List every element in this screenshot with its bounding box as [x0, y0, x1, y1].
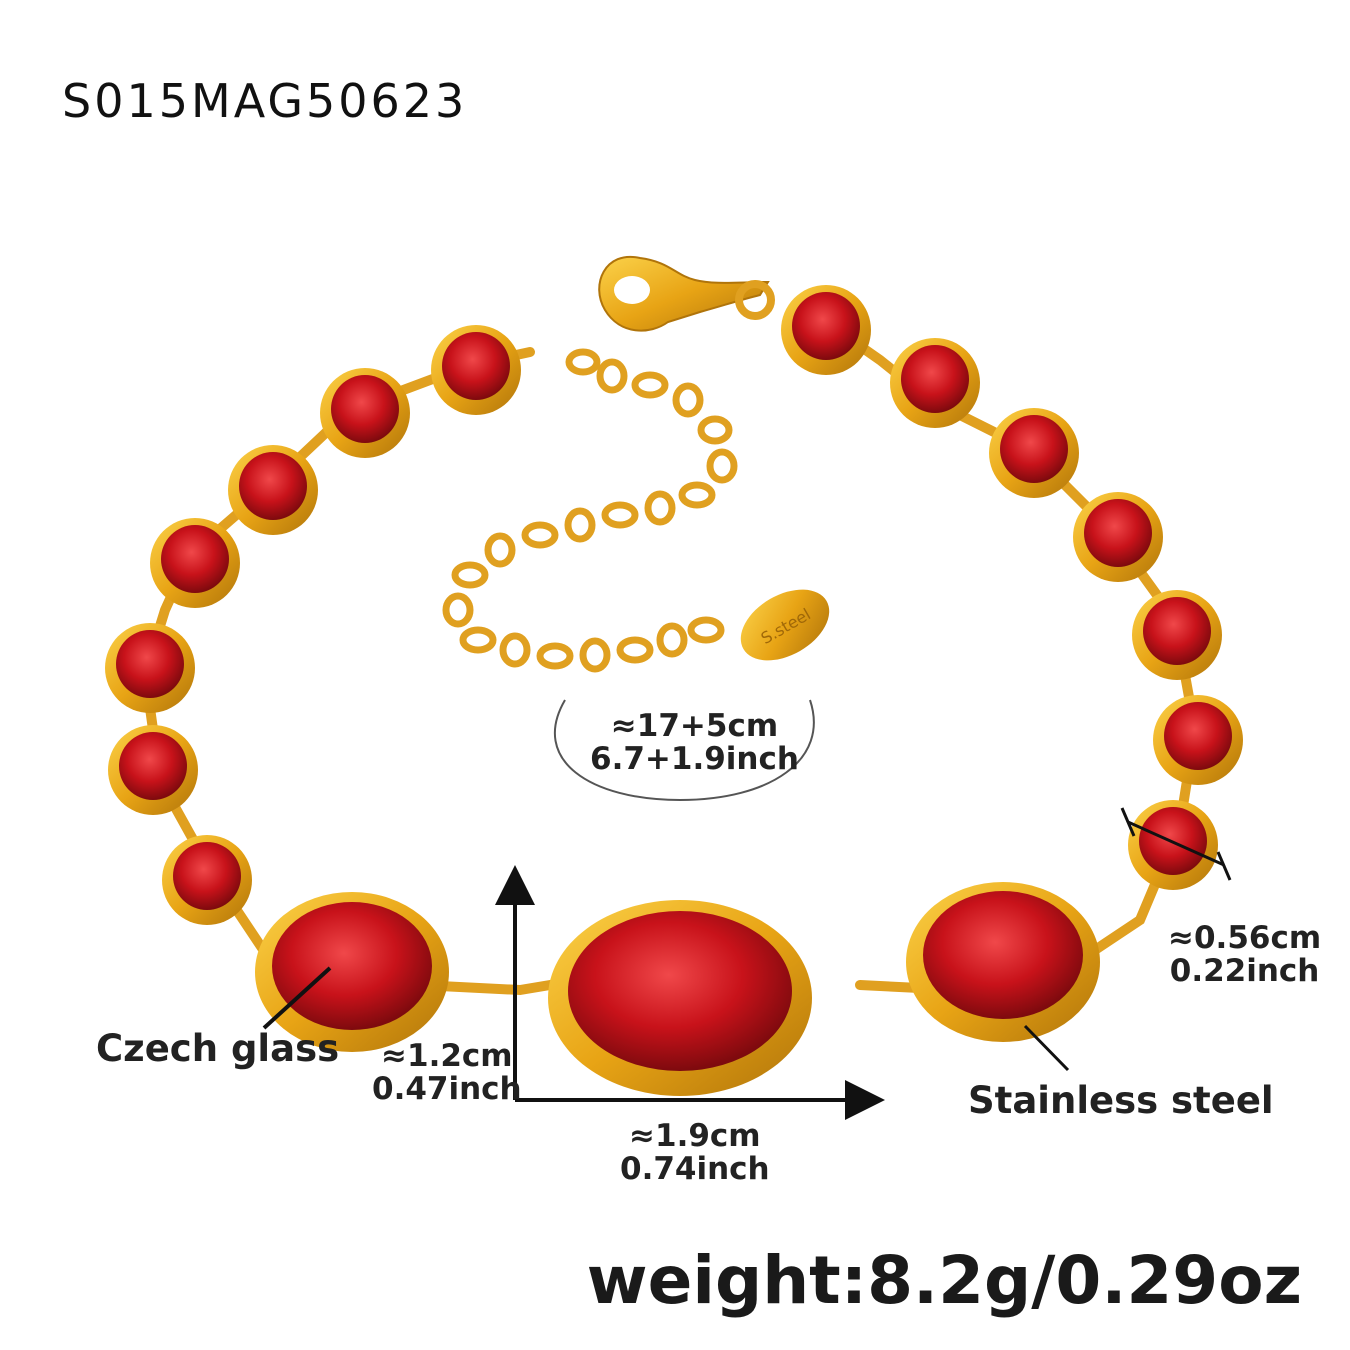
oval-height-inch: 0.47inch — [372, 1071, 522, 1108]
oval-stone-left — [255, 892, 449, 1052]
leader-stainless-steel — [1023, 1024, 1070, 1072]
weight-label: weight:8.2g/0.29oz — [586, 1242, 1302, 1319]
small-stone-cm: ≈0.56cm — [1168, 920, 1322, 956]
oval-stone-right — [906, 882, 1100, 1042]
length-cm: ≈17+5cm — [610, 708, 779, 744]
length-inch: 6.7+1.9inch — [590, 741, 799, 778]
round-stone — [431, 325, 521, 415]
round-stone — [320, 368, 410, 458]
oval-stone-center — [548, 900, 812, 1096]
oval-height-dimension: ≈1.2cm 0.47inch — [372, 1038, 522, 1108]
length-dimension: ≈17+5cm 6.7+1.9inch — [590, 708, 799, 778]
round-stone — [1153, 695, 1243, 785]
round-stone — [1073, 492, 1163, 582]
oval-width-cm: ≈1.9cm — [629, 1118, 761, 1154]
steel-tag: S.steel — [740, 589, 830, 661]
round-stone — [228, 445, 318, 535]
length-arc — [553, 699, 815, 802]
round-stone — [1132, 590, 1222, 680]
round-stone — [989, 408, 1079, 498]
small-stone-inch: 0.22inch — [1169, 953, 1320, 990]
round-stone — [890, 338, 980, 428]
oval-height-cm: ≈1.2cm — [381, 1038, 513, 1074]
round-stones — [105, 285, 1243, 925]
round-stone — [1128, 800, 1218, 890]
measurement-lines — [495, 807, 1232, 1120]
leader-czech-glass — [262, 966, 332, 1030]
oval-width-inch: 0.74inch — [620, 1151, 770, 1188]
round-stone — [105, 623, 195, 713]
round-stone — [781, 285, 871, 375]
sku-code: S015MAG50623 — [62, 74, 468, 128]
oval-width-dimension: ≈1.9cm 0.74inch — [620, 1118, 770, 1188]
lobster-clasp-icon — [598, 255, 775, 332]
small-stone-dimension: ≈0.56cm 0.22inch — [1168, 920, 1322, 990]
stainless-steel-label: Stainless steel — [968, 1079, 1274, 1122]
round-stone — [108, 725, 198, 815]
czech-glass-label: Czech glass — [96, 1027, 340, 1070]
extension-chain-icon — [442, 348, 738, 673]
round-stone — [150, 518, 240, 608]
round-stone — [162, 835, 252, 925]
